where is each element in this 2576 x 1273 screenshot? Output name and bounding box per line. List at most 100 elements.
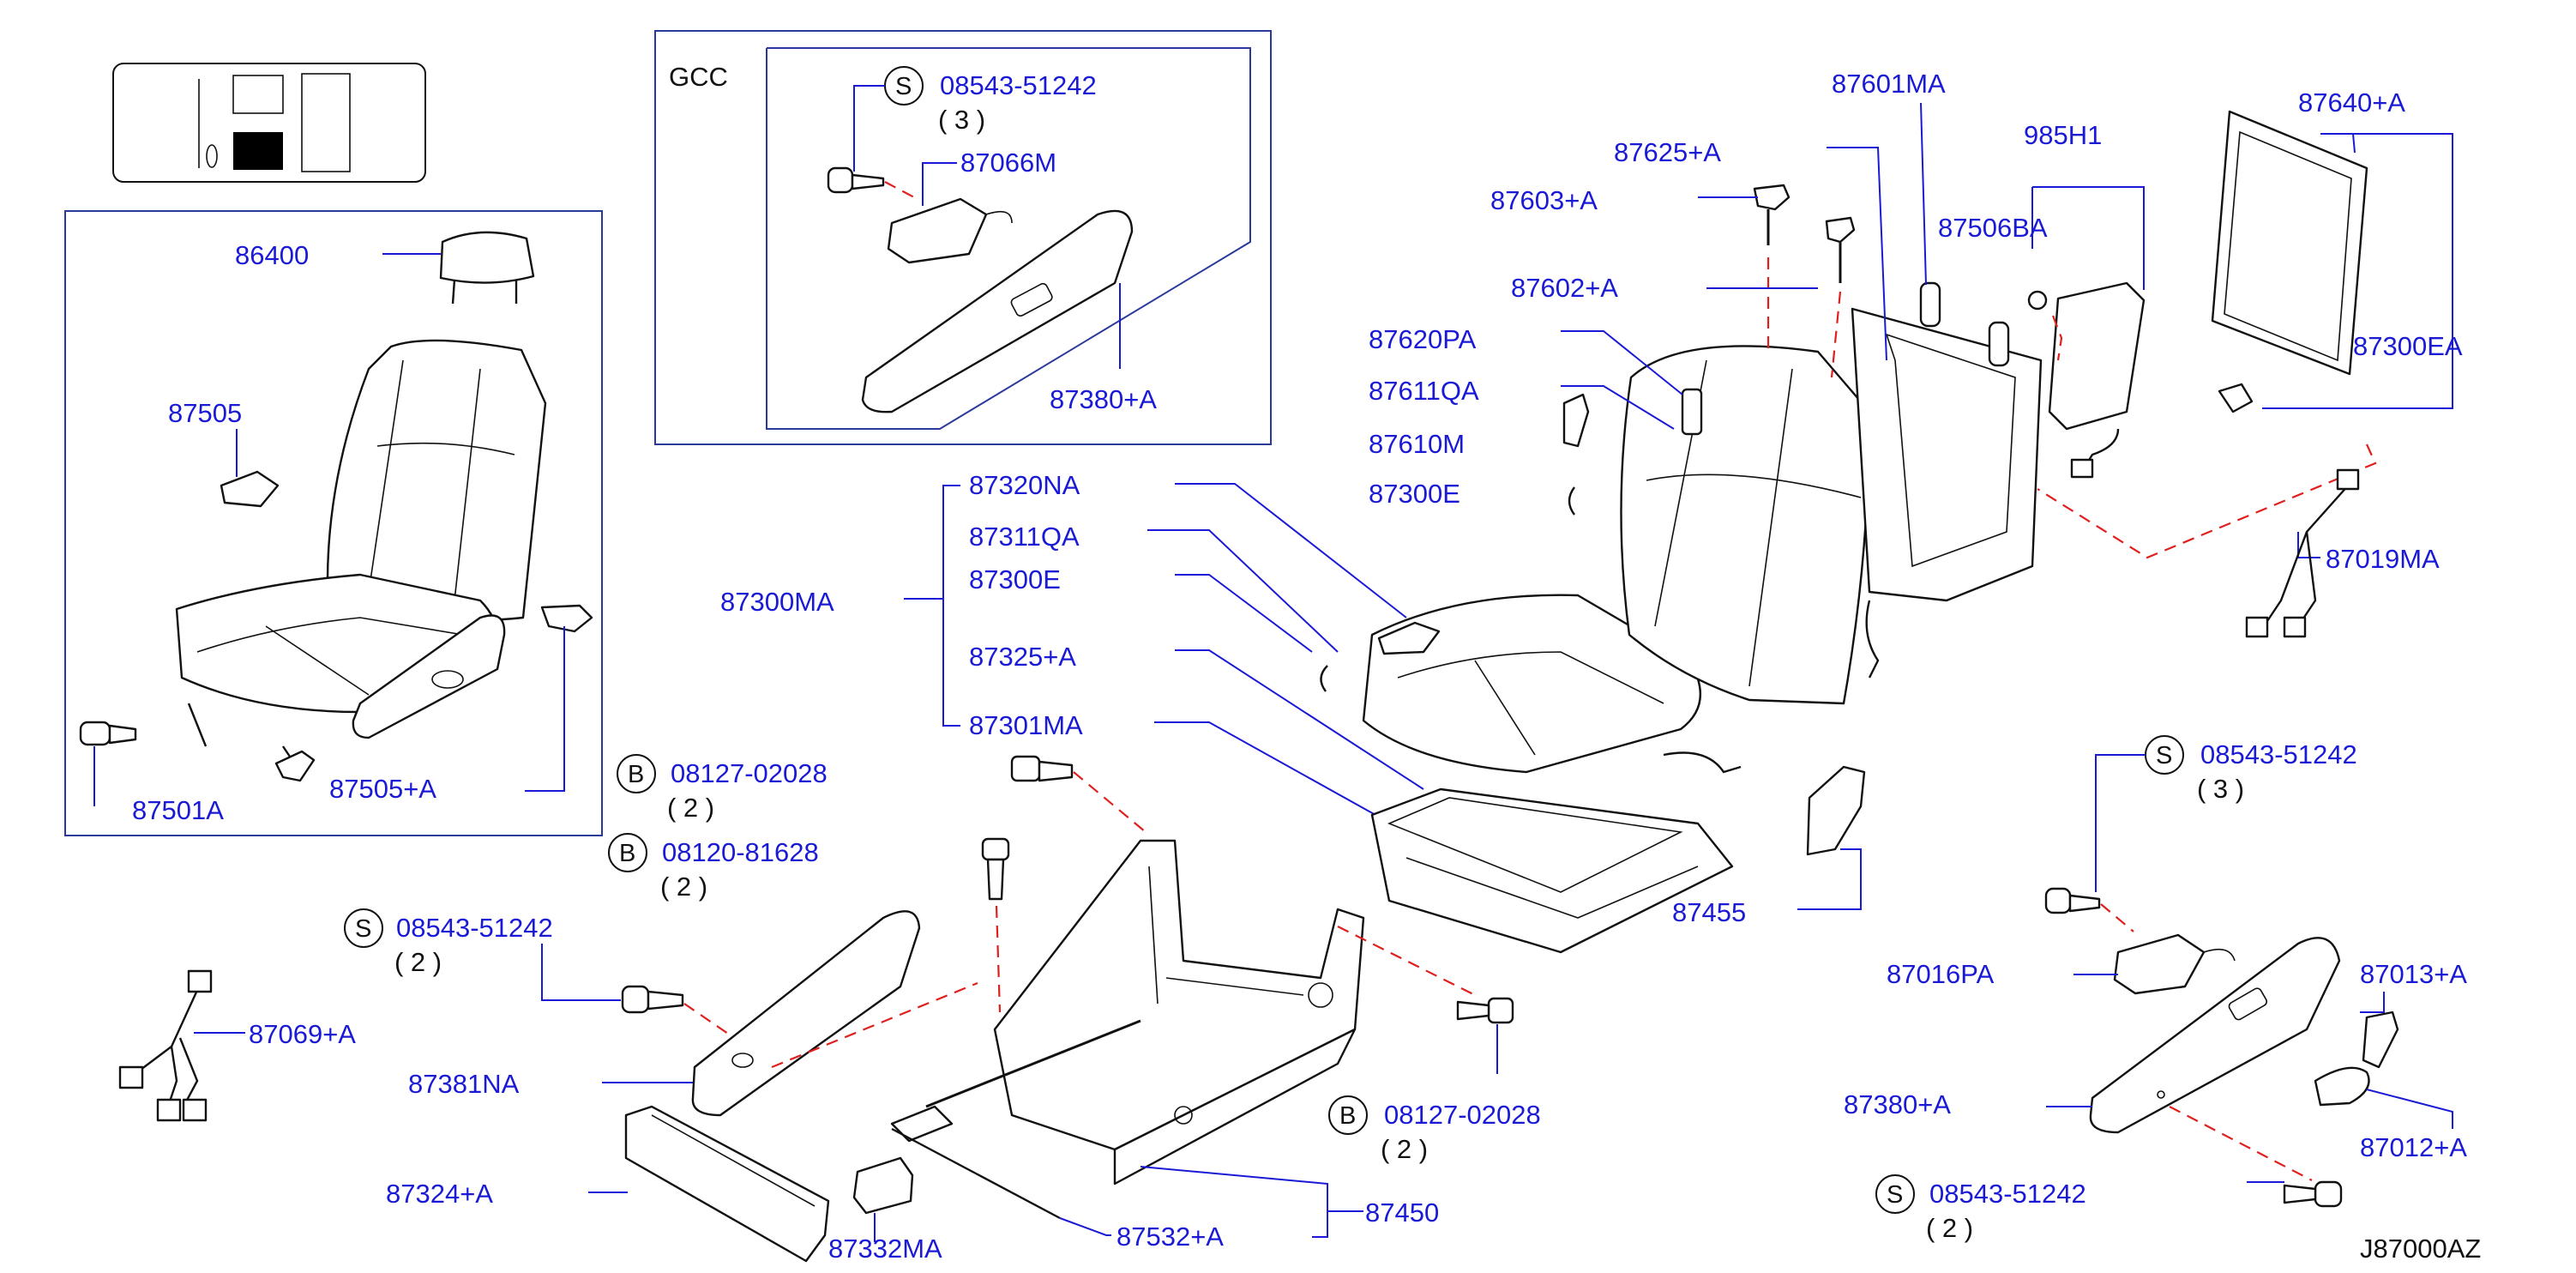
cover-87012A-icon — [2314, 1066, 2370, 1107]
label-87300MA: 87300MA — [720, 587, 834, 617]
label-87603A: 87603+A — [1490, 185, 1598, 215]
label-86400: 86400 — [235, 240, 309, 270]
bolt-symbol-1: B — [617, 754, 656, 793]
label-87505A: 87505+A — [329, 774, 436, 804]
label-87625A: 87625+A — [1614, 137, 1721, 167]
label-87325A: 87325+A — [969, 642, 1076, 672]
screw-symbol-left-letter: S — [355, 915, 371, 943]
screw-symbol-right-letter: S — [2156, 742, 2172, 769]
screw-icon — [827, 166, 885, 194]
label-87501A: 87501A — [132, 795, 224, 825]
gcc-label: GCC — [669, 62, 728, 92]
label-87013A: 87013+A — [2360, 959, 2467, 989]
diagram-id: J87000AZ — [2360, 1234, 2481, 1264]
label-gcc-screw-qty: ( 3 ) — [938, 105, 985, 135]
label-screw-bottom-qty: ( 2 ) — [1926, 1213, 1973, 1243]
screw-icon-right — [2044, 887, 2101, 914]
screw-symbol-bottom-letter: S — [1887, 1181, 1903, 1209]
screw-symbol-right: S — [2145, 735, 2184, 775]
label-87611QA: 87611QA — [1369, 376, 1479, 406]
label-bolt3-qty: ( 2 ) — [1381, 1134, 1428, 1164]
switch-icon-right — [2113, 933, 2236, 995]
part-87455: 87455 — [1672, 765, 1866, 927]
label-87332MA: 87332MA — [828, 1234, 942, 1264]
bolt-symbol-2-letter: B — [619, 840, 635, 867]
locator-thumbnail — [112, 63, 426, 183]
label-87301MA: 87301MA — [969, 710, 1083, 740]
side-trim-icon-right — [2089, 937, 2341, 1134]
label-bolt1-qty: ( 2 ) — [667, 793, 714, 823]
head-guide-icons — [1753, 184, 1856, 283]
bolt-symbol-3-letter: B — [1339, 1102, 1356, 1130]
seat-pan-icon — [1370, 787, 1734, 954]
seat-back-icon — [326, 339, 547, 622]
bolt-symbol-3: B — [1328, 1095, 1368, 1135]
seat-back-frame-icon — [1851, 281, 2043, 602]
bolt-icon-2 — [981, 837, 1010, 901]
bolt-symbol-2: B — [608, 833, 647, 872]
label-87019MA: 87019MA — [2326, 544, 2440, 574]
label-87381NA: 87381NA — [408, 1069, 520, 1099]
label-87320NA: 87320NA — [969, 470, 1080, 500]
screw-symbol-letter: S — [895, 73, 912, 100]
cushion-group: 87300MA 87320NA 87311QA 87300E 87325+A 8… — [720, 470, 1742, 954]
label-87455: 87455 — [1672, 897, 1746, 927]
right-trim-group: S 08543-51242 ( 3 ) 87016PA 87380+A 8701… — [1844, 735, 2467, 1243]
label-screw-bottom: 08543-51242 — [1929, 1179, 2086, 1209]
label-87602A: 87602+A — [1511, 273, 1618, 303]
label-87300E-right: 87300E — [1369, 479, 1460, 509]
label-87069A: 87069+A — [249, 1019, 356, 1049]
seat-cushion-pad-icon — [1362, 594, 1701, 774]
label-87601MA: 87601MA — [1832, 69, 1946, 99]
label-87300EA: 87300EA — [2353, 331, 2463, 361]
label-87506BA: 87506BA — [1938, 213, 2048, 243]
label-87620PA: 87620PA — [1369, 324, 1477, 354]
harness-icon — [2245, 468, 2360, 638]
label-bolt2-qty: ( 2 ) — [660, 872, 707, 902]
label-bolt3: 08127-02028 — [1384, 1100, 1541, 1130]
label-87610M: 87610M — [1369, 429, 1465, 459]
label-985H1: 985H1 — [2024, 120, 2102, 150]
label-87380A-gcc: 87380+A — [1050, 384, 1157, 414]
left-lower-parts: S 08543-51242 ( 2 ) 87069+A 87381NA 8732… — [118, 908, 978, 1264]
label-87505: 87505 — [168, 398, 242, 428]
inner-trim-icon — [691, 910, 921, 1117]
screw-icon-bottom — [2283, 1180, 2343, 1208]
module-icon — [2048, 281, 2146, 479]
side-trim-icon — [861, 209, 1134, 413]
screw-symbol: S — [884, 66, 924, 106]
switch-panel-icon — [852, 1156, 914, 1215]
label-87016PA: 87016PA — [1887, 959, 1995, 989]
label-87300E-left: 87300E — [969, 564, 1061, 594]
back-board-icon — [2211, 110, 2368, 376]
seat-frame-group: B 08127-02028 ( 2 ) 87532+A 87450 — [890, 839, 1541, 1252]
bolt-icon-1 — [1010, 755, 1074, 782]
label-bolt1: 08127-02028 — [671, 758, 828, 788]
bolt-group: B 08127-02028 ( 2 ) B 08120-81628 ( 2 ) — [608, 754, 1147, 1013]
label-screw-right-qty: ( 3 ) — [2197, 774, 2244, 804]
finisher-icon — [624, 1105, 830, 1263]
knob-87501A-icon — [79, 721, 137, 746]
side-shield-icon — [352, 614, 506, 739]
label-87532A: 87532+A — [1116, 1222, 1224, 1252]
screw-symbol-bottom: S — [1875, 1174, 1915, 1214]
seat-frame-icon — [925, 839, 1365, 1186]
label-screw-right: 08543-51242 — [2200, 739, 2357, 769]
label-screw-left: 08543-51242 — [396, 913, 553, 943]
bolt-symbol-1-letter: B — [628, 761, 644, 788]
headrest-icon — [439, 231, 535, 305]
screw-icon-left — [621, 985, 684, 1014]
label-87380A-right: 87380+A — [1844, 1089, 1951, 1119]
label-bolt2: 08120-81628 — [662, 837, 819, 867]
lever-icon — [1681, 388, 1703, 436]
label-87066M: 87066M — [960, 148, 1056, 178]
cover-87013A-icon — [2362, 1011, 2399, 1069]
seat-back-pad-icon — [1620, 345, 1871, 705]
switch-icon — [887, 197, 1013, 264]
label-87640A: 87640+A — [2298, 87, 2405, 118]
label-87324A: 87324+A — [386, 1179, 493, 1209]
label-gcc-screw: 08543-51242 — [940, 70, 1097, 100]
label-87012A: 87012+A — [2360, 1132, 2467, 1162]
label-87450: 87450 — [1365, 1198, 1439, 1228]
